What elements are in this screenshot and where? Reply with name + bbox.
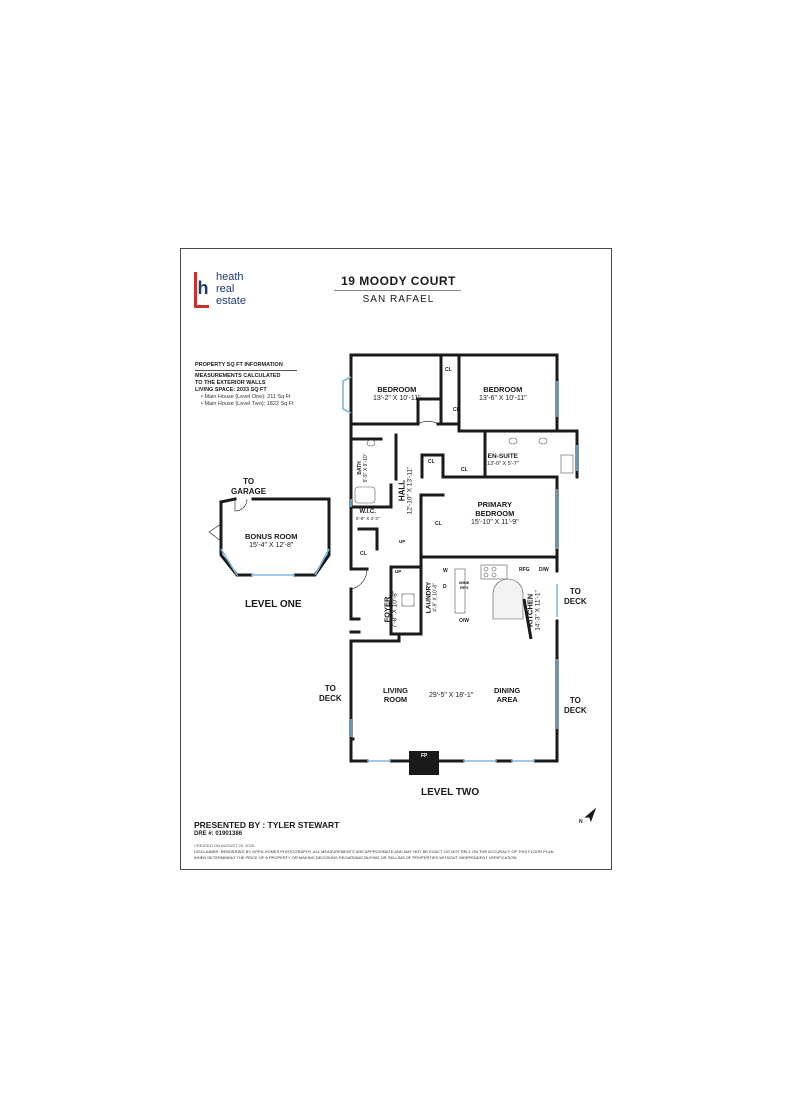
fireplace-label: FP <box>421 753 428 759</box>
living-room-label: LIVING ROOM <box>383 686 409 704</box>
living-space: LIVING SPACE: 2033 SQ FT <box>195 386 267 393</box>
logo-line1: heath <box>216 271 244 283</box>
stairs-up-label: UP <box>395 569 402 574</box>
dre-number: DRE #: 01901386 <box>194 831 243 837</box>
logo-line3: estate <box>216 295 246 307</box>
sqft-heading: PROPERTY SQ FT INFORMATION <box>195 362 283 368</box>
ensuite-label: EN-SUITE 13'-0" X 5'-7" <box>487 453 519 467</box>
foyer-label: FOYER 7'-8" X 10'-8" <box>382 590 399 629</box>
stairs-up-label: UP <box>399 539 406 544</box>
compass-north-label: N <box>579 819 583 825</box>
kitchen-label: KITCHEN 14'-3" X 11'-1" <box>525 590 542 631</box>
sqft-info-block: PROPERTY SQ FT INFORMATION MEASUREMENTS … <box>195 362 297 408</box>
sqft-item-level-one: • Main House (Level One): 211 Sq Ft <box>201 393 291 400</box>
laundry-label: LAUNDRY 4'-9" X 10'-8" <box>425 581 439 614</box>
presented-by: PRESENTED BY : TYLER STEWART <box>194 820 340 830</box>
dryer-label: D <box>443 584 447 590</box>
bonus-room-double-door <box>208 523 222 542</box>
bedroom-2-label: BEDROOM 13'-6" X 10'-11" <box>479 385 527 402</box>
property-title: 19 MOODY COURT <box>341 274 456 288</box>
bath-label: BATH 5'-9" X 9'-10" <box>357 453 369 483</box>
bonus-room-label: BONUS ROOM 15'-4" X 12'-8" <box>245 532 298 549</box>
living-dining-dims: 29'-5" X 18'-1" <box>429 692 474 699</box>
bedroom-door <box>417 421 439 425</box>
closet-label: CL <box>453 407 460 413</box>
oven-label: O/W <box>459 618 469 624</box>
logo-line2: real <box>216 283 235 295</box>
hall-label: HALL 12'-10" X 13'-11" <box>397 466 414 515</box>
dining-area-label: DINING AREA <box>494 686 521 704</box>
compass-icon <box>584 807 597 823</box>
closet-label: CL <box>428 459 435 465</box>
sqft-item-level-two: • Main House (Level Two): 1822 Sq Ft <box>201 400 294 407</box>
primary-bedroom-label: PRIMARY BEDROOM 15'-10" X 11'-9" <box>471 500 519 526</box>
floor-plan-sheet: h heath real estate 19 MOODY COURT SAN R… <box>180 248 612 870</box>
level-two-label: LEVEL TWO <box>421 787 480 798</box>
washer-label: W <box>443 568 448 574</box>
heath-logo-mark: h <box>194 272 209 308</box>
wic-label: W.I.C. 5'-9" X 3'-3" <box>356 509 380 521</box>
closet-label: CL <box>445 367 452 373</box>
property-city: SAN RAFAEL <box>362 294 435 305</box>
floor-plan-drawing <box>208 353 597 823</box>
sqft-calc-line1: MEASUREMENTS CALCULATED <box>195 372 281 379</box>
created-date: CREATED ON AUGUST 26, 2025 <box>194 843 255 848</box>
sqft-divider <box>195 370 297 371</box>
closet-label: CL <box>435 521 442 527</box>
logo-letter: h <box>198 278 209 298</box>
fireplace <box>409 751 439 775</box>
disclaimer: DISCLAIMER: RENDERING BY OPEN HOMES PHOT… <box>194 849 554 860</box>
level-one-label: LEVEL ONE <box>245 599 302 610</box>
fridge-label: RFG <box>519 567 530 573</box>
closet-label: CL <box>360 551 367 557</box>
logo-wordmark: heath real estate <box>216 271 246 307</box>
sqft-calc-line2: TO THE EXTERIOR WALLS <box>195 379 266 386</box>
bedroom-1-label: BEDROOM 13'-2" X 10'-11" <box>373 385 421 402</box>
dishwasher-label: D/W <box>539 567 549 573</box>
title-divider <box>334 290 461 291</box>
closet-label: CL <box>461 467 468 473</box>
